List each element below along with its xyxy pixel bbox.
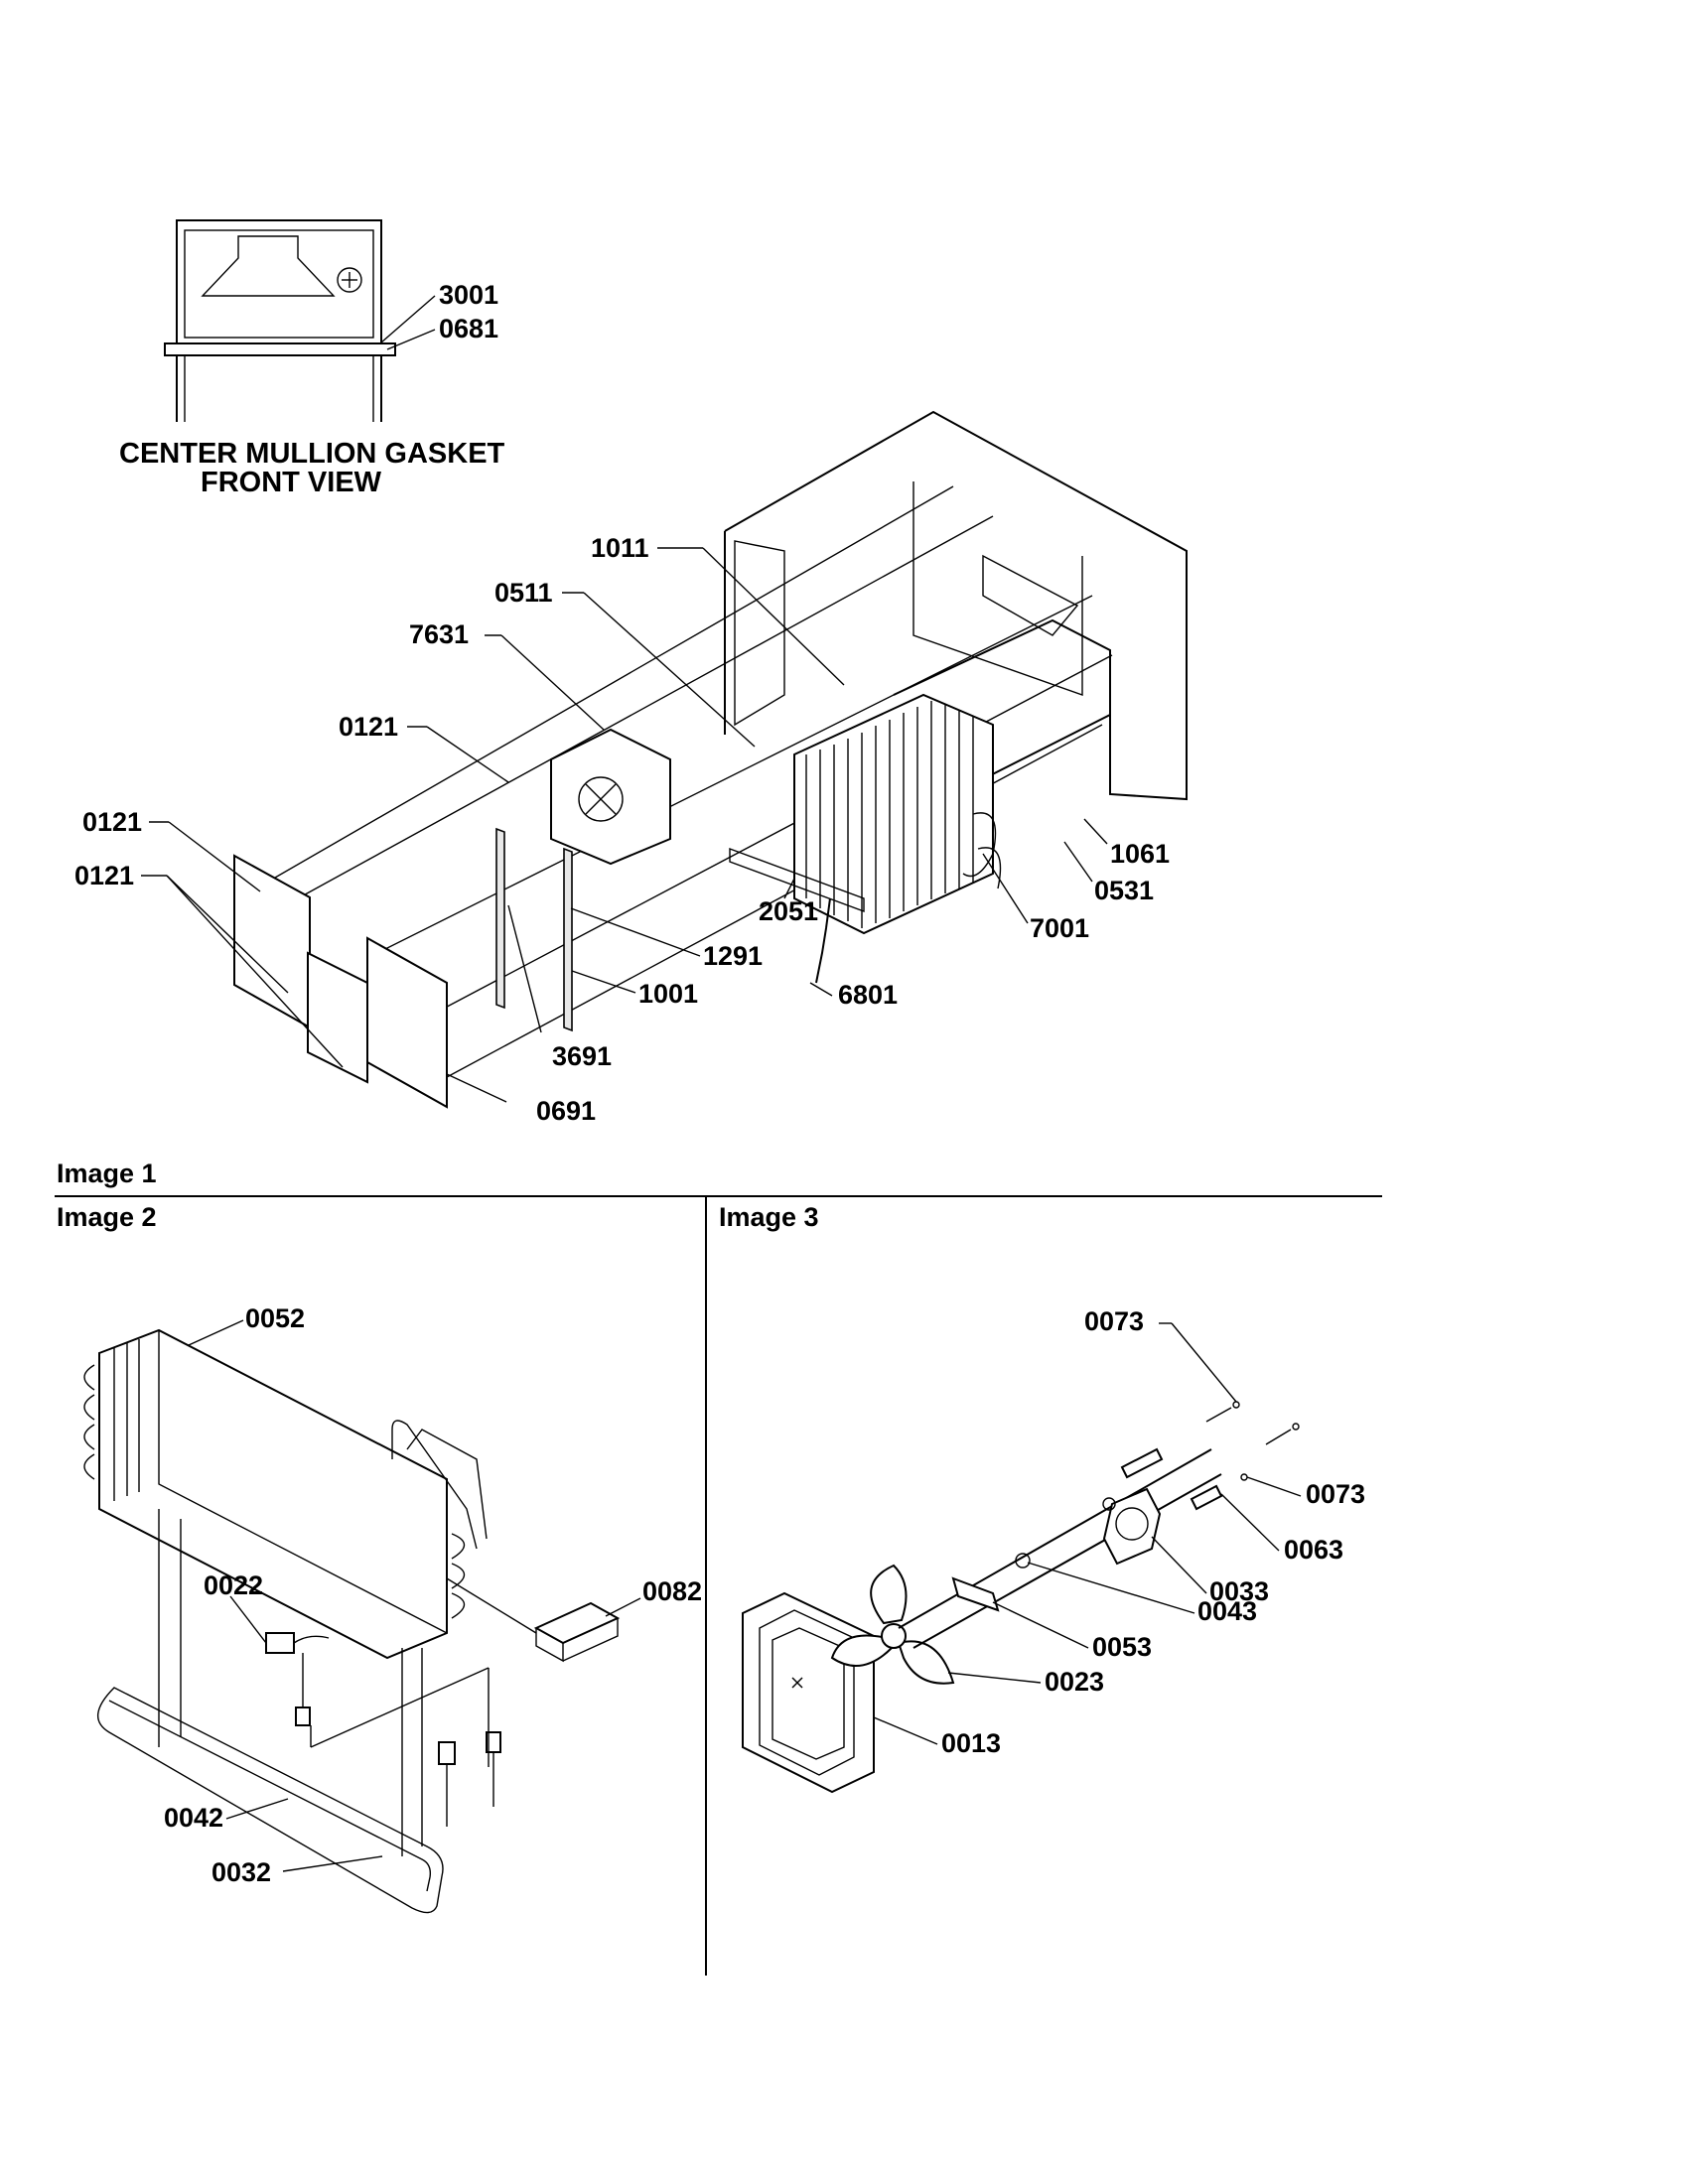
part-label: 0121: [82, 807, 142, 837]
image2-evaporator-drawing: [83, 1319, 641, 1914]
part-label: 0082: [642, 1576, 702, 1606]
part-label: 0691: [536, 1096, 596, 1126]
part-label: 3001: [439, 280, 498, 310]
image3-title: Image 3: [719, 1202, 819, 1232]
image1-title: Image 1: [57, 1159, 157, 1188]
part-label: 6801: [838, 980, 898, 1010]
part-label: 2051: [759, 896, 818, 926]
inset-caption-line2: FRONT VIEW: [201, 467, 382, 498]
image3-fan-assembly-drawing: [742, 1322, 1302, 1794]
part-label: 1001: [638, 979, 698, 1009]
part-label: 0013: [941, 1728, 1001, 1758]
part-label: 0052: [245, 1303, 305, 1333]
part-label: 0531: [1094, 876, 1154, 905]
part-label: 0073: [1084, 1306, 1144, 1336]
part-label: 0053: [1092, 1632, 1152, 1662]
part-label: 0022: [204, 1570, 263, 1600]
part-label: 0042: [164, 1803, 223, 1833]
image2-title: Image 2: [57, 1202, 157, 1232]
part-label: 3691: [552, 1041, 612, 1071]
part-label: 0073: [1306, 1479, 1365, 1509]
part-label: 1061: [1110, 839, 1170, 869]
image1-exploded-drawing: [141, 410, 1188, 1109]
part-label: 0043: [1197, 1596, 1257, 1626]
part-label: 0033: [1209, 1576, 1269, 1606]
part-label: 0511: [494, 578, 553, 608]
part-label: 0681: [439, 314, 498, 343]
part-label: 0032: [211, 1857, 271, 1887]
inset-caption-line1: CENTER MULLION GASKET: [119, 438, 505, 470]
part-label: 1011: [591, 533, 649, 563]
part-label: 7631: [409, 619, 469, 649]
part-label: 7001: [1030, 913, 1089, 943]
part-label: 0023: [1045, 1667, 1104, 1697]
part-label: 0063: [1284, 1535, 1343, 1565]
part-label: 0121: [74, 861, 134, 890]
inset-mullion-gasket-drawing: [164, 219, 436, 422]
part-label: 0121: [339, 712, 398, 742]
part-label: 1291: [703, 941, 763, 971]
